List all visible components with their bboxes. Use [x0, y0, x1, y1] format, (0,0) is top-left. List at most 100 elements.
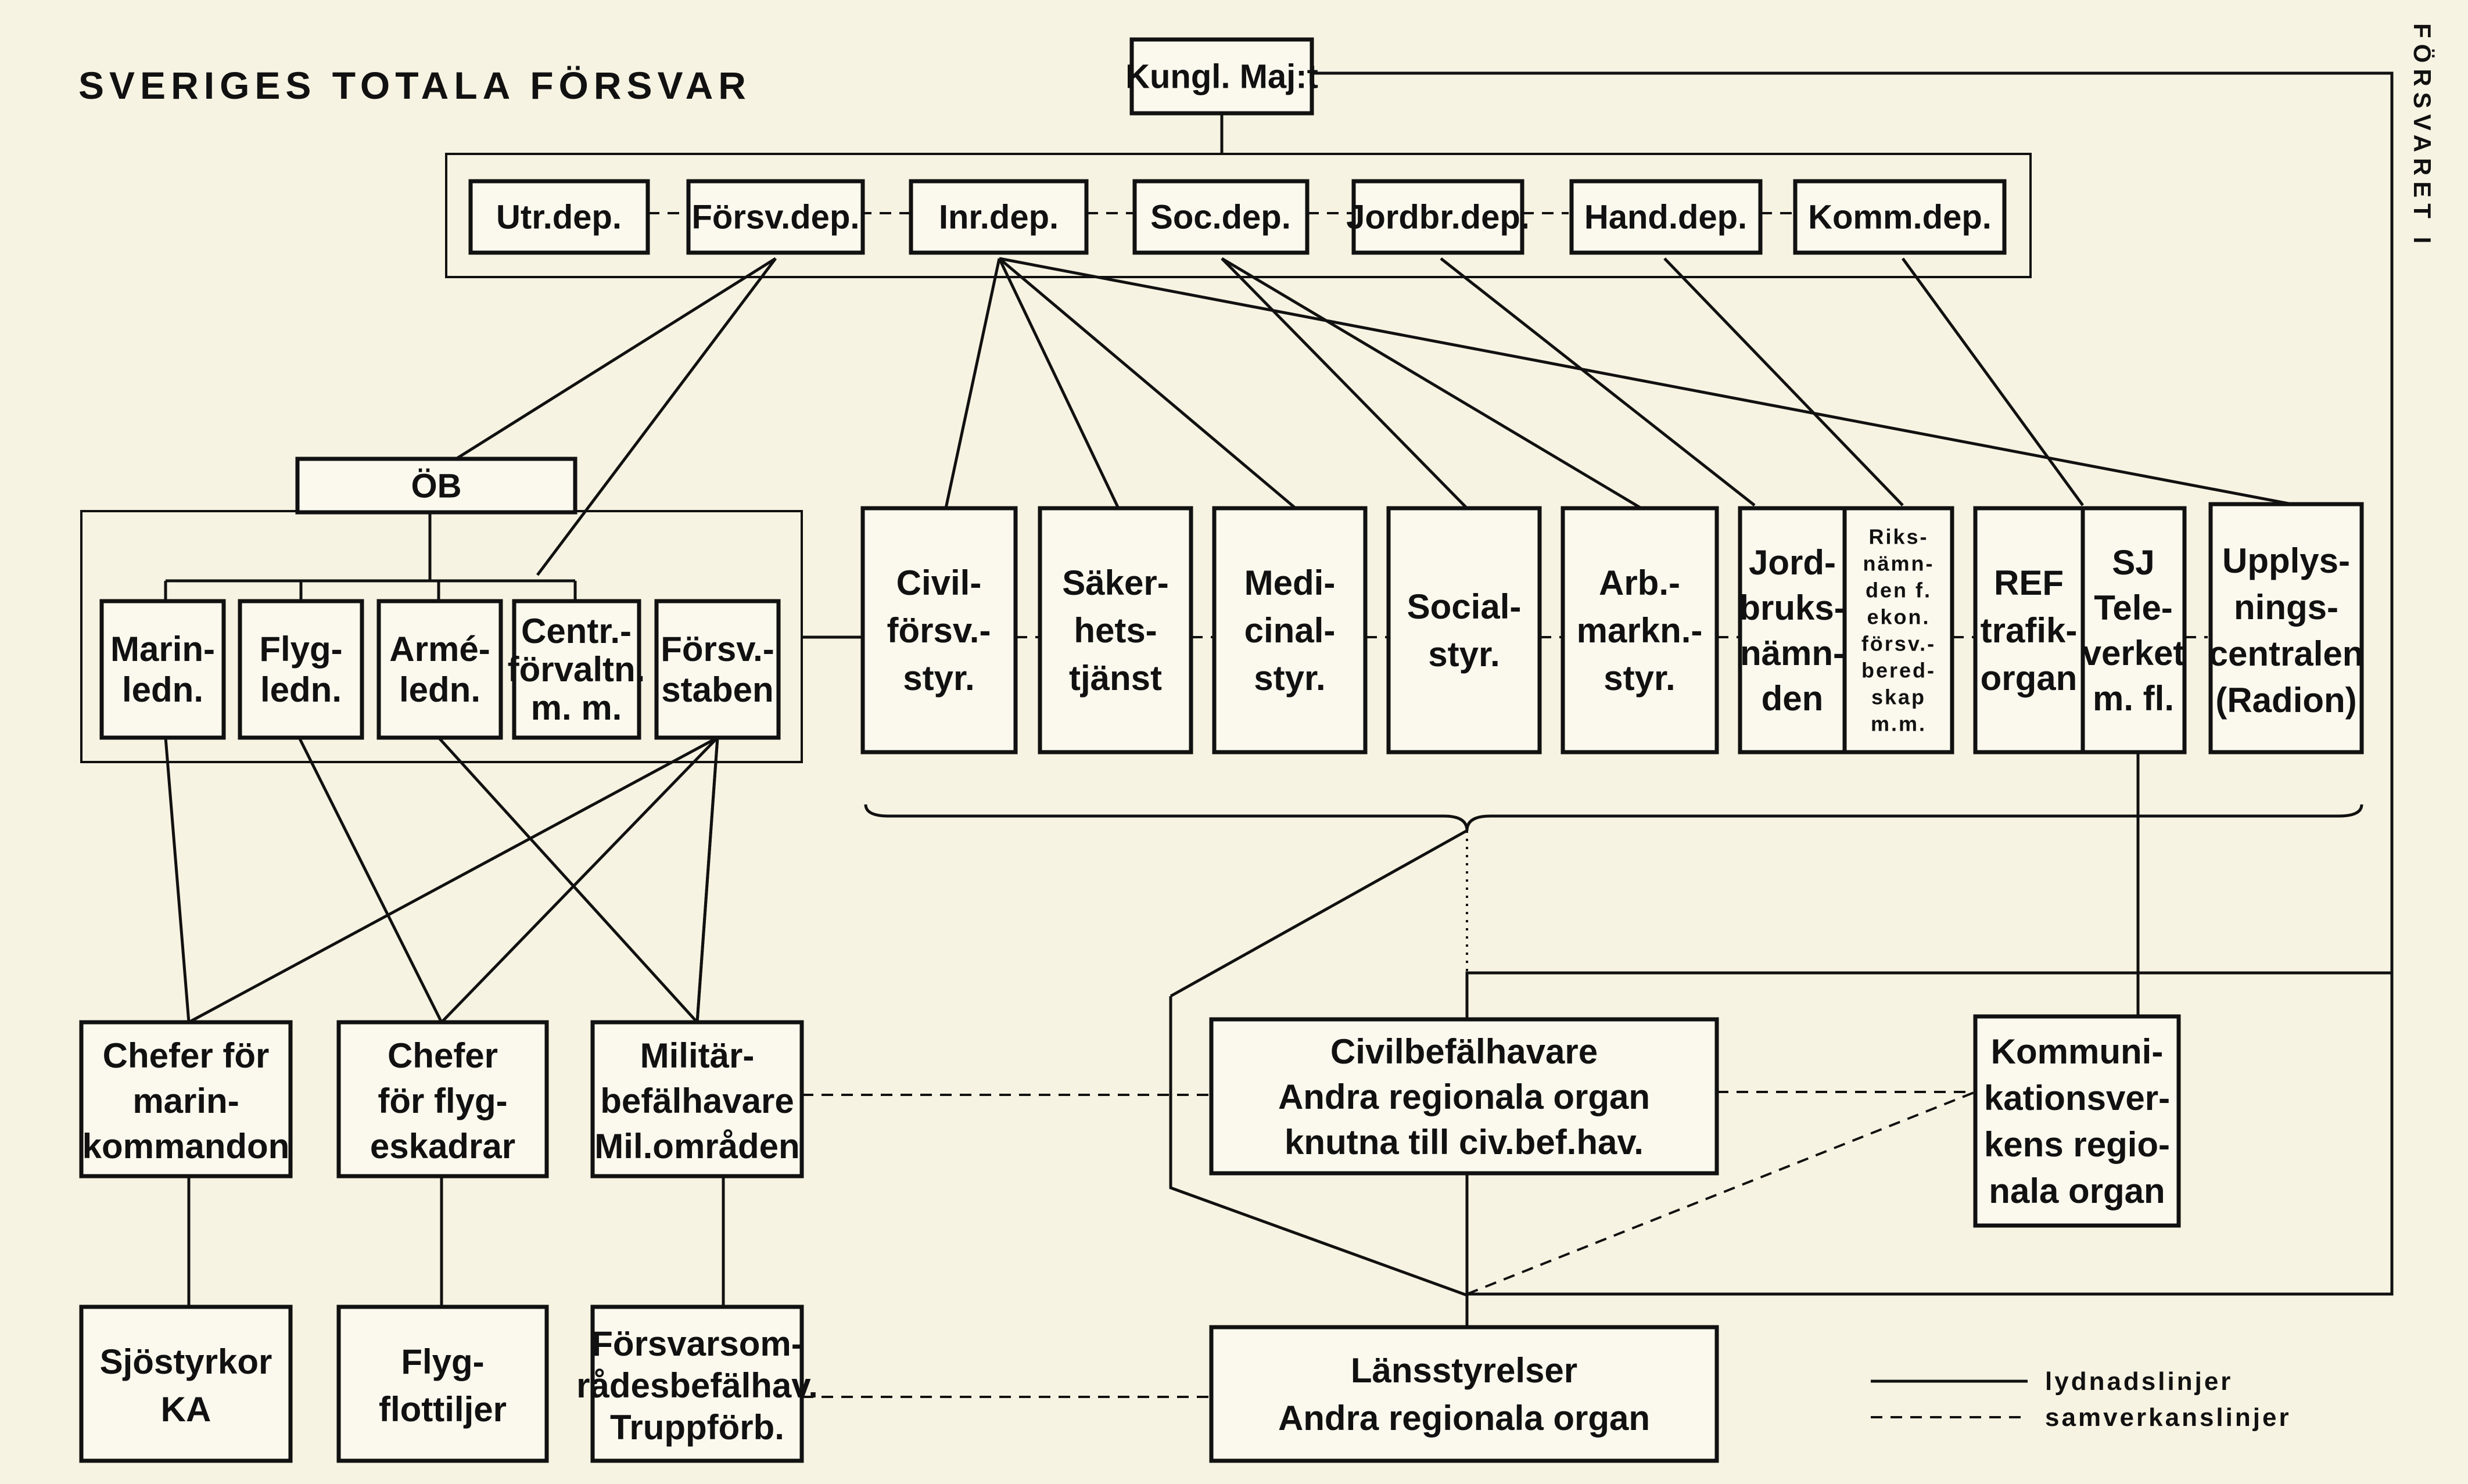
node-flygflott: Flyg-flottiljer: [336, 1305, 549, 1463]
node-label-line: befälhavare: [600, 1081, 794, 1120]
node-civil: Civil-försv.- styr.: [860, 506, 1018, 754]
side-label: FÖRSVARET I: [2409, 23, 2436, 249]
node-label-line: Armé-: [389, 630, 490, 669]
node-label-line: tjänst: [1069, 659, 1162, 698]
node-label-line: styr.: [1254, 659, 1325, 698]
node-label-line: Upplys-: [2222, 541, 2350, 580]
node-label-line: Social-: [1407, 587, 1522, 626]
node-label-line: Civilbefälhavare: [1330, 1032, 1598, 1071]
svg-text:Hand.dep.: Hand.dep.: [1584, 198, 1747, 236]
node-chef-marin: Chefer för marin-kommandon: [79, 1020, 293, 1178]
node-label-line: m.m.: [1871, 712, 1927, 736]
node-label-line: ledn.: [122, 670, 203, 709]
node-label-line: bruks-: [1739, 588, 1845, 627]
node-saker: Säker-hets-tjänst: [1038, 506, 1193, 754]
node-label-line: försv.-: [887, 611, 991, 650]
node-label-line: Marin-: [110, 630, 215, 669]
node-inr: Inr.dep.: [909, 179, 1089, 255]
svg-text:Social-styr.: Social-styr.: [1407, 587, 1522, 674]
svg-text:Jord-bruks-nämn-den: Jord-bruks-nämn-den: [1739, 543, 1845, 718]
node-label-line: för flyg-: [378, 1081, 507, 1120]
svg-text:Armé-ledn.: Armé-ledn.: [389, 630, 490, 709]
legend-solid-label: lydnadslinjer: [2045, 1367, 2233, 1396]
node-forsv-dep: Försv.dep.: [686, 179, 865, 255]
svg-text:ÖB: ÖB: [411, 467, 462, 505]
node-label-line: Medi-: [1244, 563, 1336, 602]
svg-text:Medi-cinal-styr.: Medi-cinal-styr.: [1244, 563, 1336, 698]
node-upplys: Upplys-nings-centralen(Radion): [2208, 502, 2364, 754]
node-label-line: styr.: [903, 659, 974, 698]
node-label-line: Arb.-: [1599, 563, 1680, 602]
node-label-line: Chefer för: [103, 1036, 270, 1075]
node-label-line: Jord-: [1749, 543, 1836, 582]
node-label-line: marin-: [132, 1081, 239, 1120]
diagram-title: SVERIGES TOTALA FÖRSVAR: [78, 64, 751, 107]
node-label-line: eskadrar: [370, 1127, 515, 1166]
node-label-line: SJ: [2112, 543, 2154, 582]
node-social: Social-styr.: [1386, 506, 1542, 754]
node-label-line: hets-: [1074, 611, 1157, 650]
node-label-line: m. m.: [531, 688, 622, 727]
node-label-line: Soc.dep.: [1150, 198, 1291, 236]
node-label-line: Komm.dep.: [1808, 198, 1992, 236]
svg-text:Centr.-förvaltn.m. m.: Centr.-förvaltn.m. m.: [508, 612, 645, 727]
svg-text:Försvarsom-rådesbefälhav.Trupp: Försvarsom-rådesbefälhav.Truppförb.: [576, 1324, 818, 1447]
node-label-line: Civil-: [896, 563, 982, 602]
node-label-line: ekon.: [1867, 605, 1930, 629]
command-lines: [164, 71, 2394, 1327]
svg-text:Marin-ledn.: Marin-ledn.: [110, 630, 215, 709]
svg-text:Upplys-nings-centralen(Radion): Upplys-nings-centralen(Radion): [2209, 541, 2364, 720]
node-label-line: nämn-: [1863, 552, 1935, 576]
node-label-line: ÖB: [411, 467, 462, 505]
cooperation-lines: [648, 212, 2208, 1398]
node-hand: Hand.dep.: [1569, 179, 1763, 255]
node-centr: Centr.-förvaltn.m. m.: [508, 599, 645, 740]
node-label-line: trafik-: [1981, 611, 2078, 650]
svg-text:Flyg-ledn.: Flyg-ledn.: [259, 630, 342, 709]
svg-text:Säker-hets-tjänst: Säker-hets-tjänst: [1062, 563, 1168, 698]
node-label-line: Utr.dep.: [496, 198, 622, 236]
node-label-line: skap: [1871, 685, 1926, 709]
svg-text:Riks-nämn-den f.ekon.försv.-be: Riks-nämn-den f.ekon.försv.-bered-skapm.…: [1861, 525, 1936, 736]
node-label-line: den: [1762, 679, 1824, 718]
node-label-line: Inr.dep.: [939, 198, 1059, 236]
node-label-line: rådesbefälhav.: [576, 1366, 818, 1405]
node-label-line: ledn.: [399, 670, 480, 709]
node-ob: ÖB: [295, 457, 577, 515]
node-label-line: försv.-: [1861, 632, 1936, 656]
node-label-line: kationsver-: [1984, 1079, 2170, 1118]
node-label-line: verket: [2082, 634, 2185, 673]
svg-text:Soc.dep.: Soc.dep.: [1150, 198, 1291, 236]
node-label-line: nings-: [2234, 588, 2338, 627]
node-komm: Komm.dep.: [1793, 179, 2007, 255]
node-label-line: Jordbr.dep.: [1346, 198, 1530, 236]
svg-text:Försv.-staben: Försv.-staben: [661, 630, 774, 709]
node-forsvarsom: Försvarsom-rådesbefälhav.Truppförb.: [576, 1305, 818, 1463]
node-label-line: staben: [661, 670, 773, 709]
node-label-line: Militär-: [640, 1036, 755, 1075]
node-soc: Soc.dep.: [1132, 179, 1310, 255]
node-label-line: kommandon: [82, 1127, 290, 1166]
node-label-line: Sjöstyrkor: [100, 1342, 272, 1381]
node-label-line: centralen: [2209, 634, 2364, 673]
node-label-line: Säker-: [1062, 563, 1168, 602]
svg-text:Inr.dep.: Inr.dep.: [939, 198, 1059, 236]
node-label-line: Försv.-: [661, 630, 774, 669]
node-label-line: Riks-: [1868, 525, 1928, 549]
svg-text:Komm.dep.: Komm.dep.: [1808, 198, 1992, 236]
node-label-line: knutna till civ.bef.hav.: [1285, 1123, 1644, 1162]
node-kommuni: Kommuni-kationsver-kens regio-nala organ: [1973, 1014, 2181, 1228]
node-label-line: m. fl.: [2093, 679, 2174, 718]
node-label-line: Flyg-: [259, 630, 342, 669]
